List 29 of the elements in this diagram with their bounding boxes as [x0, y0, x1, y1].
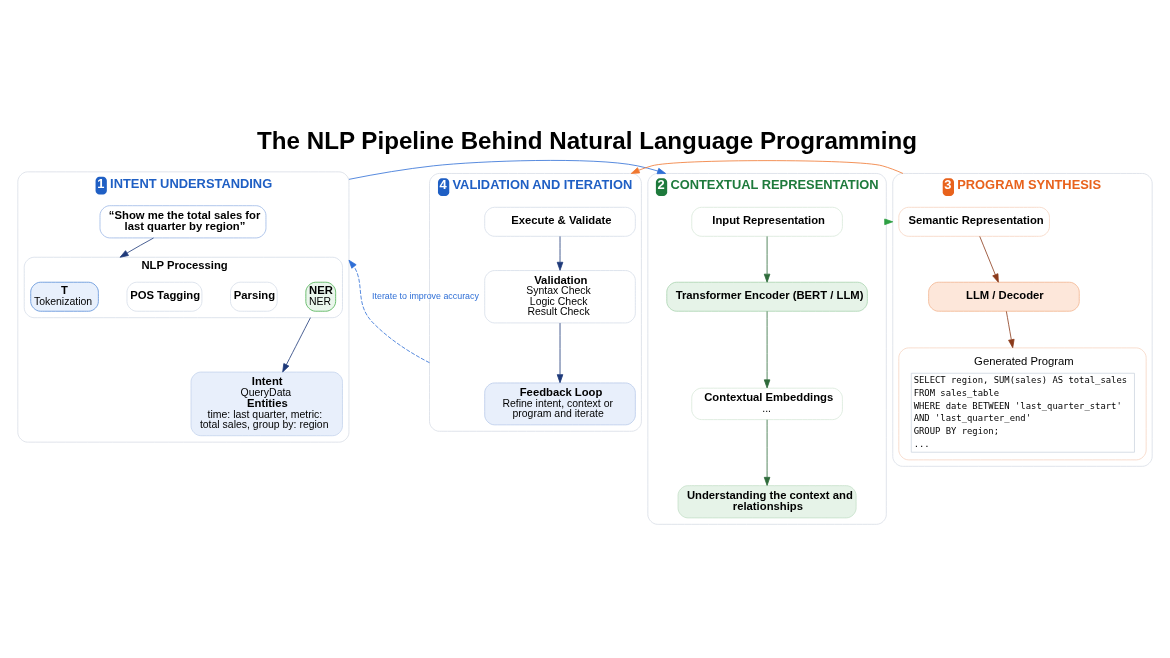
node-box: Validation Syntax Check Logic Check Result Check	[484, 270, 636, 324]
arrow	[556, 236, 564, 271]
edge-label: Iterate to improve accuracy	[372, 290, 479, 301]
node-box: Understanding the context and relationships	[677, 485, 857, 519]
arrow	[348, 259, 430, 364]
node-box: Generated Program SELECT region, SUM(sales) AS total_sales FROM sales_table WHERE date BETWEEN 'last_quarter_start' AND 'last_quarter_end' GROUP BY region; ...	[898, 347, 1147, 461]
node-box: POS Tagging	[126, 281, 203, 312]
node-box: Execute & Validate	[484, 206, 636, 237]
node-box: “Show me the total sales for last quarter by region”	[99, 205, 267, 239]
arrow	[763, 310, 771, 389]
arrow	[1005, 310, 1015, 349]
node-box: Intent QueryData Entities time: last quarter, metric: total sales, group by: region	[190, 371, 343, 437]
arrow	[348, 160, 666, 180]
arrow	[630, 160, 904, 174]
node-box: Semantic Representation	[898, 206, 1050, 237]
arrow	[119, 237, 154, 258]
node-box: Feedback Loop Refine intent, context or program and iterate	[484, 382, 636, 426]
node-box: Transformer Encoder (BERT / LLM)	[666, 281, 868, 312]
node-box: Contextual Embeddings ...	[691, 387, 843, 420]
arrow	[763, 419, 771, 486]
arrow	[763, 236, 771, 283]
node-box: T Tokenization	[30, 281, 99, 312]
node-box: Parsing	[230, 281, 278, 312]
arrow	[556, 322, 564, 384]
node-box: Input Representation	[691, 206, 843, 237]
arrow	[979, 236, 999, 283]
diagram-title: The NLP Pipeline Behind Natural Language Programming	[257, 126, 918, 154]
node-box: LLM / Decoder	[928, 281, 1080, 312]
arrow	[282, 317, 311, 373]
